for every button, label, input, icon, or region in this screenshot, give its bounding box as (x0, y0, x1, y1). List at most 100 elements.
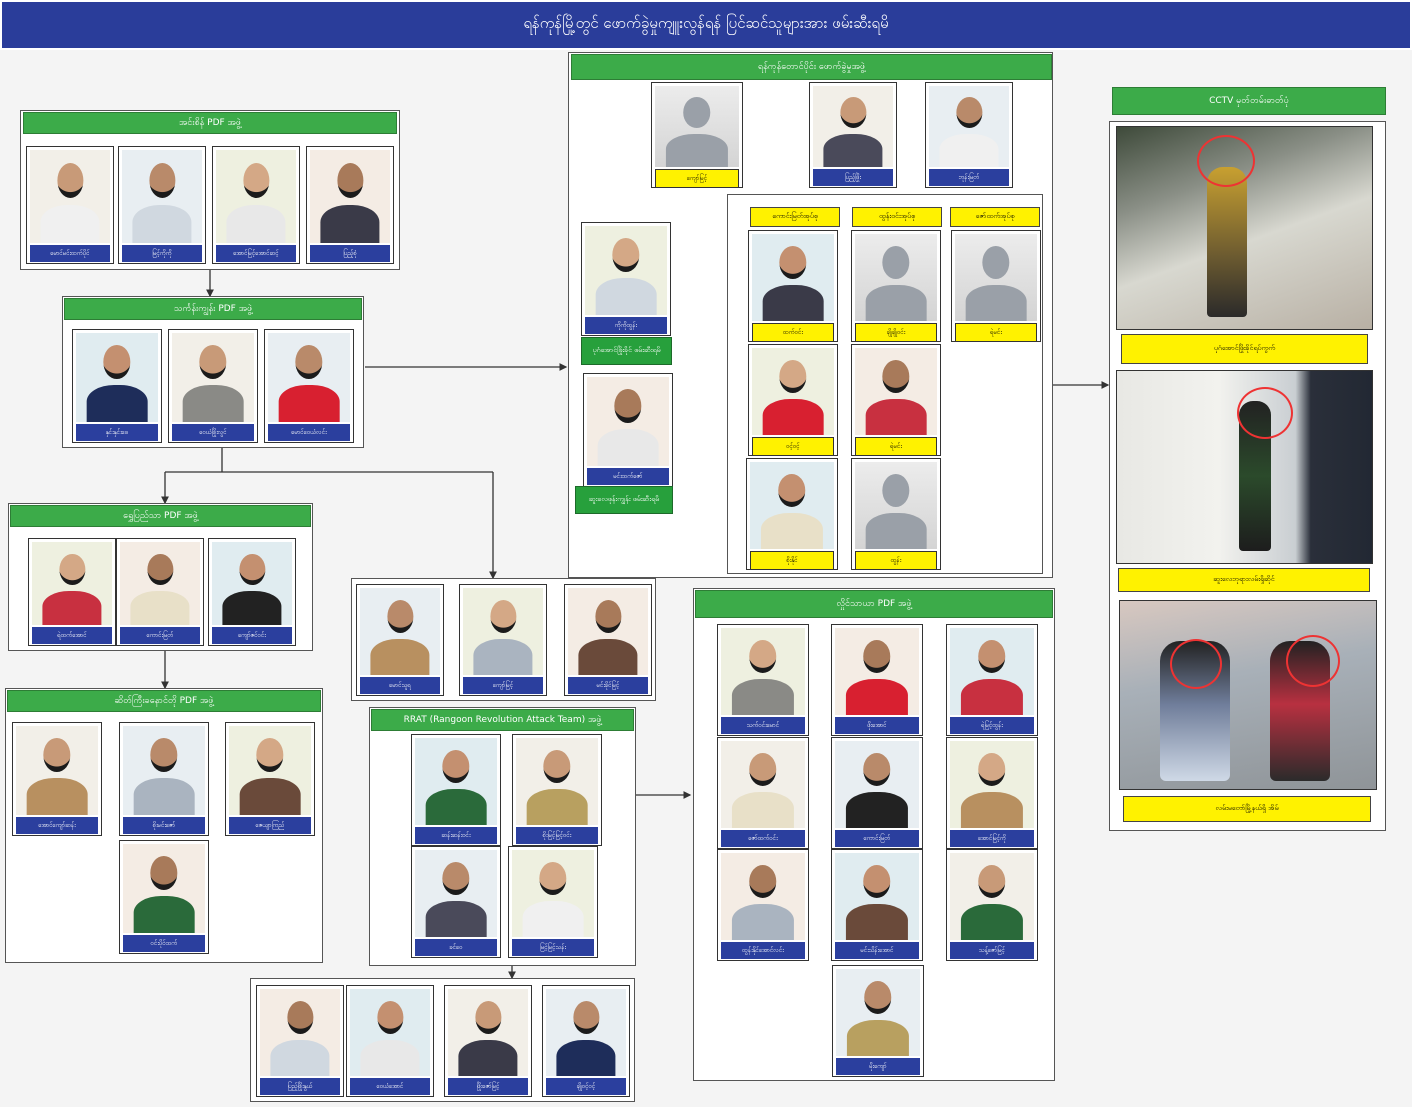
person-silhouette (86, 345, 148, 422)
name-label: မောင်မင်းထက်ပိုင် (30, 245, 110, 262)
photo (212, 542, 292, 625)
highlight-circle (1170, 639, 1222, 689)
person-silhouette (845, 753, 909, 828)
name-label: ထွန်းနိုင်အောင်လင်း (721, 942, 805, 959)
name-label: ဝေယံအောင် (350, 1078, 430, 1095)
person-silhouette (522, 862, 584, 937)
person-silhouette (132, 163, 192, 243)
person-card: အောင်မြင့်ကို (946, 737, 1038, 849)
name-label: ဝင့်ဝင့် (752, 437, 834, 456)
person-silhouette (762, 360, 824, 435)
name-label: ဆန်းဆန်းဝင်း (415, 827, 497, 844)
person-card: မင်းထက်ဇော် (583, 373, 673, 487)
photo (546, 989, 626, 1076)
person-silhouette (731, 640, 795, 715)
person-card: ဖိုးအောင် (831, 624, 923, 736)
person-silhouette (665, 97, 729, 167)
person-card: ရဲထက်အောင် (28, 538, 116, 646)
name-label: ကျော်ဇင်ဝင်း (212, 627, 292, 644)
person-card: မောင်သူရ (356, 584, 444, 696)
person-card: စိုးမြင့်မြင့်ဝင်း (512, 734, 602, 846)
person-silhouette (320, 163, 380, 243)
person-silhouette (526, 750, 588, 825)
person-card: ထွန်းနိုင်အောင်လင်း (717, 849, 809, 961)
name-label: ကျော်မြင့် (655, 169, 739, 188)
person-card: မောင်ဝေယံလင်း (264, 329, 354, 443)
person-silhouette (182, 345, 244, 422)
photo (950, 853, 1034, 940)
name-label: ဇေယျာကြည် (229, 817, 311, 834)
person-silhouette (473, 600, 533, 675)
cctv-caption: ပုဂံအောင်ဖြိုးခိုင်ရပ်ကွက် (1121, 334, 1368, 364)
cctv-caption: ဆူးလေဘုရားလမ်းရှိဆိုင် (1118, 568, 1370, 592)
name-label: ကိုကိုထွန်း (585, 317, 667, 334)
name-label: ပြည့်ဖြိုးနွယ် (260, 1078, 340, 1095)
person-figure (1207, 167, 1247, 317)
person-card: မြင့်ကိုကို (118, 146, 206, 264)
person-silhouette (42, 553, 102, 625)
cctv-header: CCTV မှတ်တမ်းဓာတ်ပုံ (1112, 87, 1386, 115)
photo (463, 588, 543, 675)
photo (568, 588, 648, 675)
name-label: မောင်ဝေယံလင်း (268, 424, 350, 441)
photo (855, 462, 937, 549)
person-card: မင်းခိုင်မြင့် (564, 584, 652, 696)
person-card: ကျော်မြင့် (651, 82, 743, 188)
photo (752, 234, 834, 321)
subgroup-label: ဇော်ထက်အုပ်စု (950, 207, 1040, 227)
name-label: ပြည့်စုံ (310, 245, 390, 262)
person-card: ဝင်းပိုင်ထက် (119, 840, 209, 954)
photo (721, 628, 805, 715)
person-silhouette (597, 389, 659, 466)
person-card: သက်ဝင်းမောင် (717, 624, 809, 736)
person-card: အောင်မြင့်အောင်ဆင့် (212, 146, 300, 264)
photo (16, 726, 98, 815)
name-label: မင်းထက်ဇော် (587, 468, 669, 485)
photo (512, 850, 594, 937)
name-label: မိုးကျော် (836, 1058, 920, 1075)
person-silhouette (939, 97, 999, 167)
person-card: နှင်းနှင်းဖေ (72, 329, 162, 443)
photo (122, 150, 202, 243)
name-label: ကောင်းမြတ် (835, 830, 919, 847)
name-label: နှင်းနှင်းဖေ (76, 424, 158, 441)
person-card: ခင်ဝေ (411, 846, 501, 958)
name-label: မင်းခိုင်မြင့် (568, 677, 648, 694)
photo (587, 377, 669, 466)
group-header: ဆိတ်ကြီးခနောင်တို PDF အဖွဲ့ (7, 690, 321, 712)
name-label: ဖိုးအောင် (835, 717, 919, 734)
person-card: ကောင်းမြတ် (116, 538, 204, 646)
photo (585, 226, 667, 315)
photo (350, 989, 430, 1076)
person-card: မြင့်မြင့်သန်း (508, 846, 598, 958)
person-card: ဝေယံအောင် (346, 985, 434, 1097)
photo (229, 726, 311, 815)
photo (721, 741, 805, 828)
name-label: မြင့်ကိုကို (122, 245, 202, 262)
name-label: စိုးမြင့်မြင့်ဝင်း (516, 827, 598, 844)
photo (216, 150, 296, 243)
person-silhouette (556, 1001, 616, 1076)
person-silhouette (278, 345, 340, 422)
photo (310, 150, 390, 243)
name-label: ရဲမင်း (955, 323, 1037, 342)
highlight-circle (1286, 635, 1340, 687)
person-silhouette (133, 738, 195, 815)
person-silhouette (845, 865, 909, 940)
photo (32, 542, 112, 625)
cctv-photo-3 (1119, 600, 1377, 790)
person-silhouette (960, 753, 1024, 828)
person-silhouette (578, 600, 638, 675)
photo (123, 844, 205, 933)
person-silhouette (40, 163, 100, 243)
name-label: စိုးမင်းဇော် (123, 817, 205, 834)
photo (835, 741, 919, 828)
photo (750, 462, 834, 549)
name-label: ရဲထက်အောင် (32, 627, 112, 644)
location-tag: ပုဂံအောင်ဖြိုးခိုင် ဖမ်းဆီးရမိ (581, 337, 672, 365)
photo (855, 348, 937, 435)
person-silhouette (823, 97, 883, 167)
cctv-photo-1 (1116, 126, 1373, 330)
photo (855, 234, 937, 321)
photo (813, 86, 893, 167)
